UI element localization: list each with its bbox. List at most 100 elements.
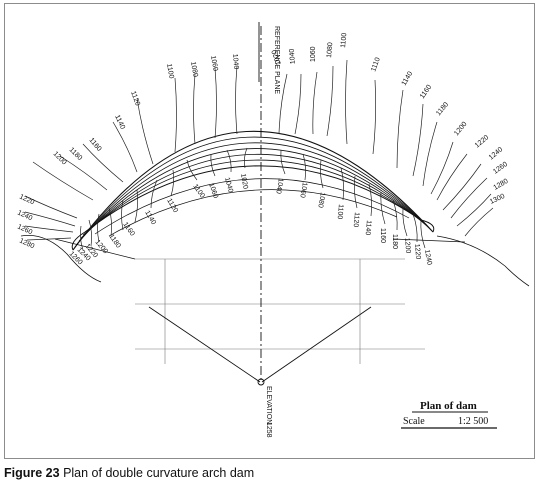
lower-left-contour-line [150,179,158,209]
contour-label: 1040 [289,48,297,64]
right-bank-contour-line [450,177,488,219]
reference-plane-label: REFERENCE PLANE [273,26,280,94]
left-bank-contour-line [174,77,177,153]
ground-line [20,235,102,283]
contour-label: 1240 [488,146,505,161]
left-bank-contour-line [214,67,217,139]
contour-label: 1080 [326,42,334,58]
arch-line-0 [72,130,434,251]
right-bank-contour-line [372,79,377,155]
lower-center-contour-line [243,147,248,169]
lower-right-contour-line [280,149,286,175]
contour-label: 1220 [18,193,35,206]
contour-label: 1060 [207,182,219,199]
right-bank-contour-line [396,89,404,169]
right-bank-contour-line [430,141,454,195]
lower-left-contour-line [79,225,84,251]
left-bank-contour-line [59,155,108,191]
contour-label: 1080 [189,61,199,78]
contour-label: 1080 [316,192,326,209]
contour-label: 1160 [87,137,102,153]
left-bank-contour-line [32,161,94,201]
left-bank-contour-line [193,73,196,145]
contour-label: 1180 [391,234,398,249]
figure-number: Figure 23 [4,466,60,480]
contour-label: 1180 [68,146,84,162]
right-bank-contour-line [436,153,468,201]
ground-line [436,235,530,287]
contour-label: 1040 [231,54,239,70]
contour-label: 1220 [413,244,421,260]
contour-label: 1140 [113,114,126,131]
right-bank-contour-line [412,103,424,177]
right-bank-contour-line [345,59,348,145]
contour-label: 1020 [239,173,249,190]
contour-lines [20,59,530,287]
contour-label: 1160 [419,84,433,100]
contour-label: 1060 [298,182,308,199]
contour-label: 1120 [165,198,179,215]
contour-label: 1260 [492,161,509,176]
right-bank-contour-line [464,207,494,237]
scale-value: 1:2 500 [458,416,488,427]
contour-label: 1060 [310,46,317,62]
left-bank-contour-line [136,97,154,165]
arch-line-3 [78,148,428,242]
far-left-contour-line [26,237,72,241]
contour-label: 1260 [16,223,33,236]
contour-label: 1140 [364,220,372,236]
right-bank-contour-line [312,71,318,135]
left-bank-contour-line [235,65,238,135]
contour-label: 1200 [403,238,411,254]
contour-label: 1060 [209,55,219,72]
left-abutment [71,231,86,251]
lower-left-contour-line [97,213,100,243]
contour-label: 1180 [435,101,450,117]
lower-left-contour-line [186,159,198,181]
lower-center-contour-line [226,149,232,173]
figure-caption: Figure 23 Plan of double curvature arch … [4,466,254,480]
lower-right-contour-line [340,167,345,201]
contour-label: 1200 [453,121,468,138]
figure-caption-text: Plan of double curvature arch dam [63,466,255,480]
contour-label: 1110 [370,57,382,73]
right-bank-contour-line [278,73,288,135]
arch-line-5 [82,159,424,236]
contour-label: 1280 [493,178,510,192]
lower-left-contour-line [121,199,124,231]
arch-line-6 [84,165,422,233]
scale-label: Scale [403,416,425,427]
contour-label: 1160 [121,221,135,237]
left-bank-contour-line [112,121,138,173]
arch-line-7 [94,178,410,235]
elevation-label: ELEVATION [265,386,272,424]
grid-lines [135,258,425,364]
right-bank-contour-line [442,163,482,211]
lower-right-contour-line [402,207,408,237]
contour-label: 1160 [379,228,386,243]
plan-title: Plan of dam [420,400,477,412]
far-left-contour-line [24,225,74,233]
elevation-value: 1258 [265,422,272,438]
right-bank-contour-line [456,193,492,227]
contour-label: 1020 [271,49,283,66]
lower-right-contour-line [302,153,307,181]
contour-label: 1040 [223,177,234,194]
right-bank-contour-line [326,65,334,137]
lower-left-contour-line [88,219,93,247]
lower-right-contour-line [353,175,358,209]
contour-label: 1100 [336,204,344,220]
lower-right-contour-line [412,213,418,243]
far-left-contour-line [24,211,76,227]
contour-label: 1040 [274,178,284,195]
right-abutment [420,219,435,233]
lower-left-contour-line [108,207,113,237]
arch-line-2 [76,142,430,245]
lower-right-contour-line [392,199,398,231]
lower-right-contour-line [380,191,386,225]
contour-label: 1100 [165,63,175,79]
right-bank-contour-line [294,73,302,135]
